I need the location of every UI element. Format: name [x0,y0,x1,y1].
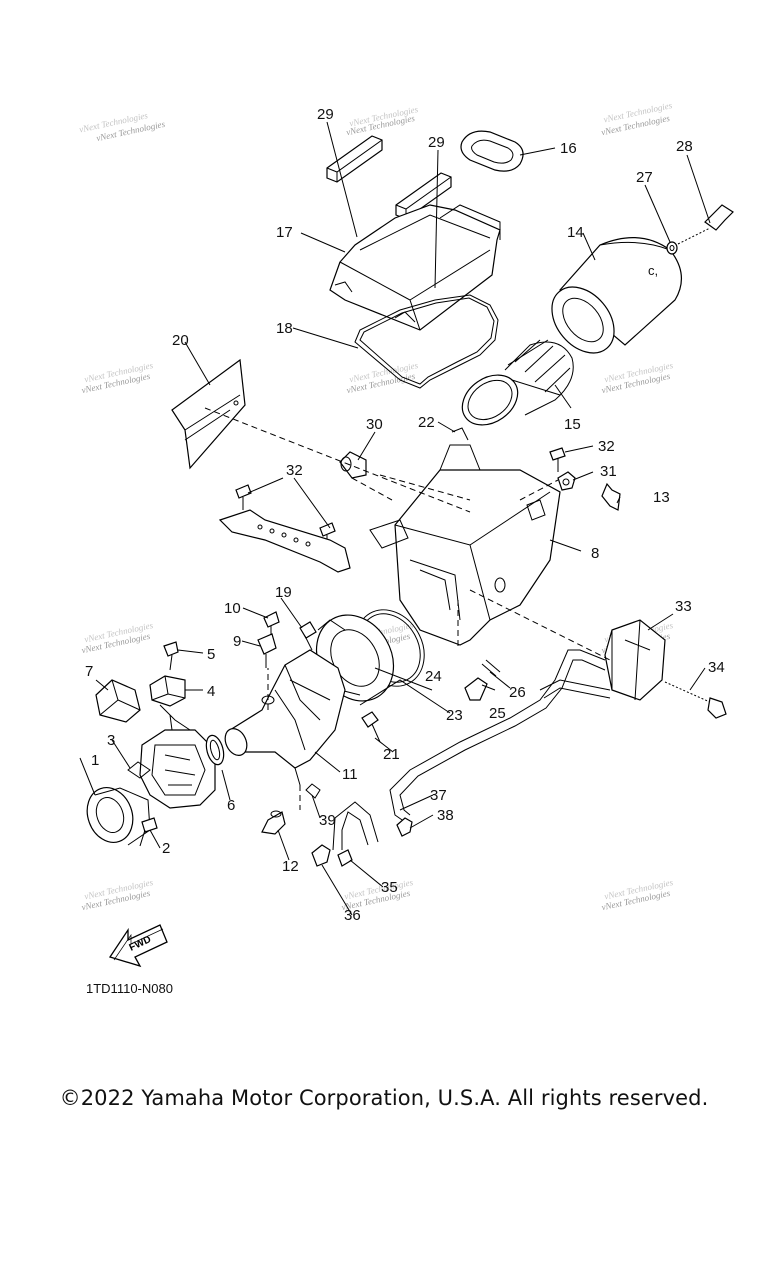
part-35-hose[interactable] [332,801,379,867]
callout-9[interactable]: 9 [233,633,241,650]
part-19-screw[interactable] [299,621,317,651]
part-31-nut[interactable] [557,471,576,491]
callout-1[interactable]: 1 [91,752,99,769]
part-13-clip[interactable] [601,482,621,511]
callout-32-right[interactable]: 32 [598,438,615,455]
svg-text:c,: c, [648,263,658,278]
part-7-cover[interactable] [95,679,141,723]
callout-19[interactable]: 19 [275,584,292,601]
part-20-duct-plate[interactable] [171,358,246,470]
throttle-body[interactable] [139,704,216,809]
callout-21[interactable]: 21 [383,746,400,763]
callout-24[interactable]: 24 [425,668,442,685]
part-39-clip[interactable] [305,783,321,799]
part-1-joint[interactable] [80,781,151,849]
callout-8[interactable]: 8 [591,545,599,562]
part-30-grommet[interactable] [339,451,367,479]
part-25-cap[interactable] [464,677,488,701]
part-28-wing-bolt[interactable] [677,204,734,245]
callout-labels: 1 2 3 4 5 6 7 8 9 10 11 12 13 14 15 16 1… [85,106,725,924]
callout-33[interactable]: 33 [675,598,692,615]
part-21-fitting[interactable] [361,711,381,743]
callout-26[interactable]: 26 [509,684,526,701]
part-17-airbox-cover[interactable] [329,204,501,331]
callout-14[interactable]: 14 [567,224,584,241]
callout-16[interactable]: 16 [560,140,577,157]
part-18-gasket[interactable] [354,294,499,389]
part-16-seal[interactable] [460,130,524,172]
part-36-clip[interactable] [311,844,331,867]
callout-32-left[interactable]: 32 [286,462,303,479]
callout-23[interactable]: 23 [446,707,463,724]
bracket[interactable] [218,509,351,573]
callout-29-left[interactable]: 29 [317,106,334,123]
callout-7[interactable]: 7 [85,663,93,680]
callout-25[interactable]: 25 [489,705,506,722]
part-11-intake-manifold[interactable] [221,649,346,786]
part-32-bolt-left[interactable] [235,484,252,510]
part-5-screw[interactable] [163,641,179,671]
part-8-airbox[interactable] [369,444,561,646]
part-37-hose[interactable] [389,649,611,823]
callout-27[interactable]: 27 [636,169,653,186]
center-lines [204,407,611,810]
callout-36[interactable]: 36 [344,907,361,924]
copyright-notice: ©2022 Yamaha Motor Corporation, U.S.A. A… [59,1086,709,1110]
callout-10[interactable]: 10 [224,600,241,617]
callout-2[interactable]: 2 [162,840,170,857]
leader-lines [79,121,711,916]
callout-12[interactable]: 12 [282,858,299,875]
callout-34[interactable]: 34 [708,659,725,676]
part-4-sensor[interactable] [149,675,186,707]
part-34-bolt[interactable] [664,681,727,719]
callout-29-right[interactable]: 29 [428,134,445,151]
part-9-sensor[interactable] [257,633,277,668]
part-33-canister[interactable] [604,619,666,701]
part-15-filter-cage[interactable] [453,339,574,435]
callout-22[interactable]: 22 [418,414,435,431]
part-6-clamp[interactable] [203,733,226,766]
part-12-elbow[interactable] [261,810,286,835]
callout-30[interactable]: 30 [366,416,383,433]
part-27-washer[interactable] [666,241,678,255]
callout-3[interactable]: 3 [107,732,115,749]
callout-28[interactable]: 28 [676,138,693,155]
callout-37[interactable]: 37 [430,787,447,804]
callout-4[interactable]: 4 [207,683,215,700]
callout-31[interactable]: 31 [600,463,617,480]
callout-5[interactable]: 5 [207,646,215,663]
part-3-clamp[interactable] [127,761,151,779]
part-2-screw[interactable] [139,817,158,847]
part-38-clip[interactable] [396,817,413,837]
callout-11[interactable]: 11 [342,766,358,783]
callout-38[interactable]: 38 [437,807,454,824]
diagram-code: 1TD1110-N080 [86,981,173,996]
callout-39[interactable]: 39 [319,812,336,829]
callout-17[interactable]: 17 [276,224,293,241]
callout-35[interactable]: 35 [381,879,398,896]
part-22-pin[interactable] [451,427,469,441]
part-29-foam-block-left[interactable] [326,135,383,183]
callout-15[interactable]: 15 [564,416,581,433]
callout-20[interactable]: 20 [172,332,189,349]
callout-13[interactable]: 13 [653,489,670,506]
part-26-band[interactable] [481,659,501,677]
callout-18[interactable]: 18 [276,320,293,337]
fwd-arrow-icon: FWD [108,924,168,968]
part-32-bolt-right[interactable] [549,447,566,472]
callout-6[interactable]: 6 [227,797,235,814]
